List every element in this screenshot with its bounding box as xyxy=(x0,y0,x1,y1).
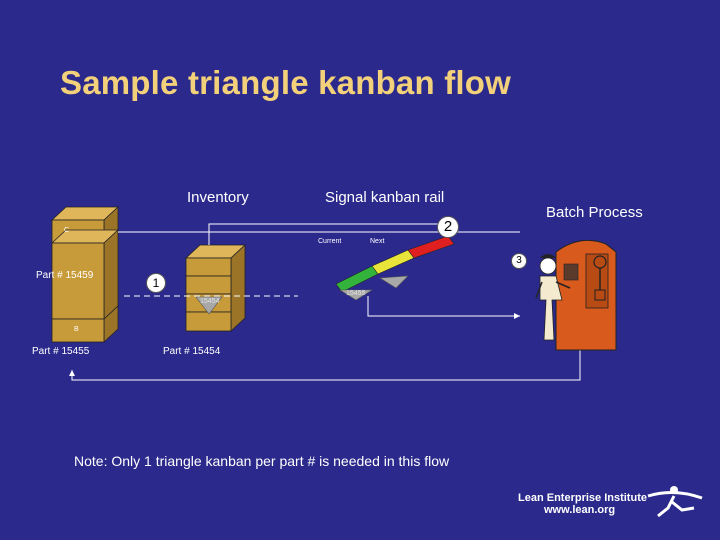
inventory-stack xyxy=(184,244,247,332)
flow-arrow-to-process xyxy=(367,296,520,319)
batch-process-machine xyxy=(555,239,617,351)
inventory-label: Inventory xyxy=(187,189,249,206)
stack-part-label: Part # 15454 xyxy=(163,346,221,357)
box-a xyxy=(50,229,120,320)
lei-logo: Lean Enterprise Institute www.lean.org xyxy=(518,492,647,516)
rail-triangle-label: 15455 xyxy=(346,290,366,297)
step-2-badge: 2 xyxy=(437,216,459,238)
box-b-letter: B xyxy=(74,326,79,333)
triangle-kanban-rail xyxy=(338,289,374,301)
triangle-kanban-rail-2 xyxy=(379,275,409,289)
logo-name: Lean Enterprise Institute xyxy=(518,492,647,504)
return-arrow xyxy=(69,350,581,381)
step-3-badge: 3 xyxy=(511,253,527,269)
triangle-kanban-stack xyxy=(195,296,223,315)
next-label: Next xyxy=(370,238,385,245)
current-label: Current xyxy=(318,238,342,245)
logo-url: www.lean.org xyxy=(544,504,616,516)
lei-logo-icon xyxy=(647,486,703,518)
note-text: Note: Only 1 triangle kanban per part # … xyxy=(74,453,450,469)
batch-process-label: Batch Process xyxy=(546,204,643,221)
signal-kanban-rail xyxy=(335,235,455,293)
stack-triangle-label: 15454 xyxy=(200,298,220,305)
signal-rail-label: Signal kanban rail xyxy=(325,189,445,206)
step-1-badge: 1 xyxy=(146,273,166,293)
page-title: Sample triangle kanban flow xyxy=(60,64,511,101)
box-b-part-label: Part # 15455 xyxy=(32,346,90,357)
box-b xyxy=(51,305,119,343)
worker-figure xyxy=(535,254,571,341)
box-c-letter: C xyxy=(64,227,70,234)
box-a-part-label: Part # 15459 xyxy=(36,270,94,281)
